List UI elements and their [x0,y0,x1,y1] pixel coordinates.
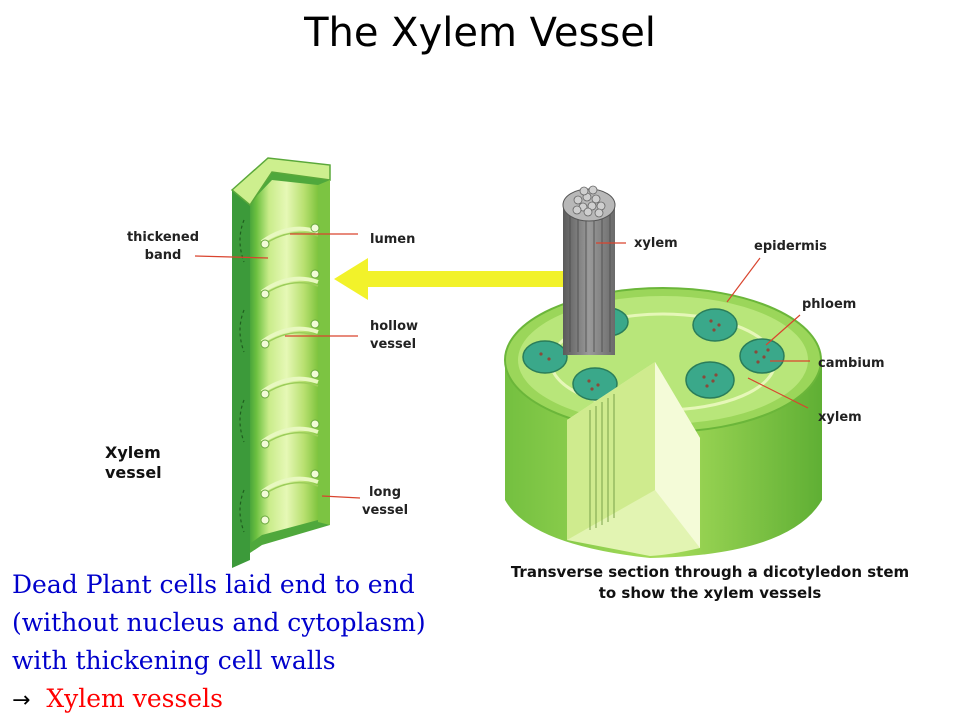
description-line-2: (without nucleus and cytoplasm) [12,608,426,637]
label-hollow-vessel: hollow vessel [370,319,419,352]
arrow-right-icon: → [12,688,31,713]
label-cambium: cambium [818,356,885,371]
description-block: Dead Plant cells laid end to end (withou… [12,566,426,720]
description-highlight: Xylem vessels [46,684,223,713]
diagram-caption: Transverse section through a dicotyledon… [510,563,910,602]
vessel-label-lines [194,233,361,499]
xylem-vessel-illustration [230,157,331,568]
label-xylem-vessel: Xylem vessel [105,443,162,482]
direction-arrow [334,258,570,300]
description-line-3: with thickening cell walls [12,646,336,675]
page-title: The Xylem Vessel [304,10,656,56]
label-stem-xylem-top: xylem [634,236,678,251]
label-stem-xylem-bottom: xylem [818,410,862,425]
description-line-4: → Xylem vessels [12,680,426,720]
stem-cross-section-illustration [504,185,822,558]
label-phloem: phloem [802,297,857,312]
label-epidermis: epidermis [754,239,827,254]
label-thickened-band: thickened band [126,230,200,263]
stem-label-lines [596,242,810,409]
label-lumen: lumen [370,232,416,247]
description-line-1: Dead Plant cells laid end to end [12,570,415,599]
label-long-vessel: long vessel [362,485,409,518]
